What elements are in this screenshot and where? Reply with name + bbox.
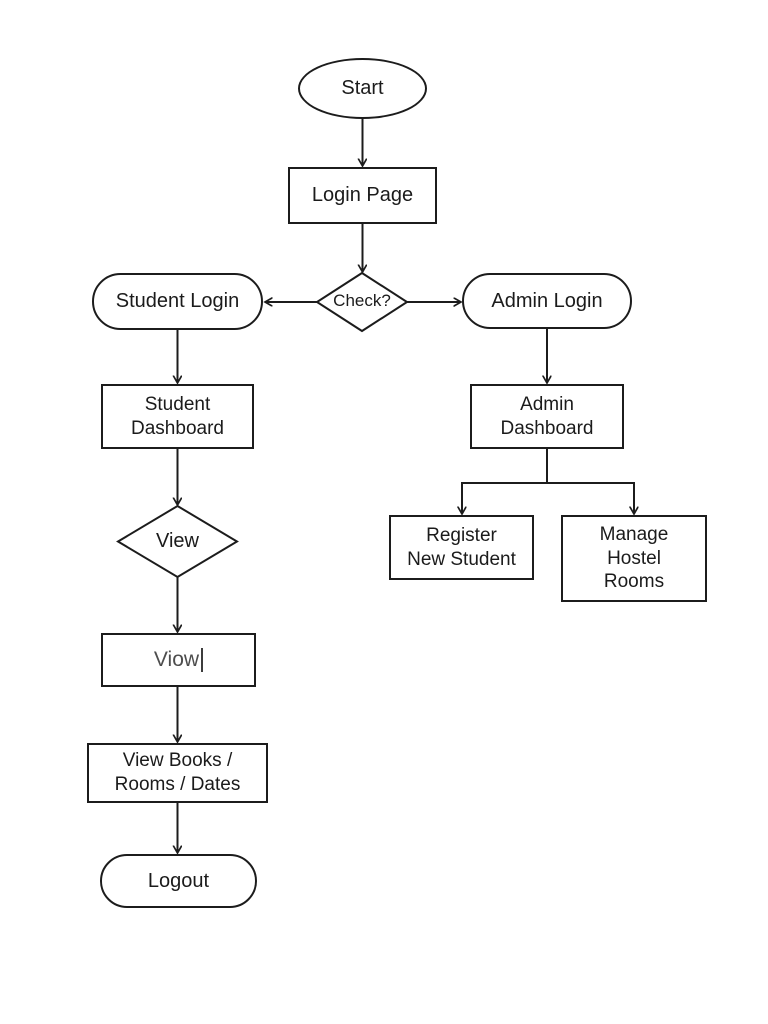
login-page-label: Login Page (311, 184, 414, 206)
student-login-node[interactable]: Student Login (92, 273, 263, 330)
view-editing-label: Viow (153, 647, 200, 671)
manage-hostel-rooms-label: Manage Hostel Rooms (599, 523, 669, 593)
view-editing-node[interactable]: Viow (101, 633, 256, 687)
student-dashboard-node[interactable]: Student Dashboard (101, 384, 254, 449)
admin-login-node[interactable]: Admin Login (462, 273, 632, 329)
manage-hostel-rooms-node[interactable]: Manage Hostel Rooms (561, 515, 707, 602)
admin-dashboard-label: Admin Dashboard (500, 393, 594, 439)
view-books-node[interactable]: View Books / Rooms / Dates (87, 743, 268, 803)
start-label: Start (341, 77, 384, 99)
text-cursor (201, 648, 204, 672)
logout-node[interactable]: Logout (100, 854, 257, 908)
login-page-node[interactable]: Login Page (288, 167, 437, 224)
check-decision-diamond[interactable] (315, 271, 409, 333)
check-decision-label: Check? (333, 291, 391, 310)
view-decision-label: View (156, 530, 199, 552)
register-new-student-label: Register New Student (407, 524, 516, 570)
logout-label: Logout (147, 869, 210, 892)
student-login-label: Student Login (115, 290, 240, 312)
student-dashboard-label: Student Dashboard (131, 393, 224, 439)
register-new-student-node[interactable]: Register New Student (389, 515, 534, 580)
admin-dashboard-node[interactable]: Admin Dashboard (470, 384, 624, 449)
edge-admin-dashboard-to-register (462, 449, 548, 514)
view-books-label: View Books / Rooms / Dates (114, 750, 241, 795)
check-decision-label-box: Check? (317, 272, 407, 330)
start-node[interactable]: Start (298, 58, 427, 119)
view-decision-diamond[interactable] (116, 504, 239, 579)
edge-admin-dashboard-to-manage (547, 482, 634, 514)
view-decision-label-box: View (118, 506, 237, 577)
admin-login-label: Admin Login (491, 289, 603, 312)
